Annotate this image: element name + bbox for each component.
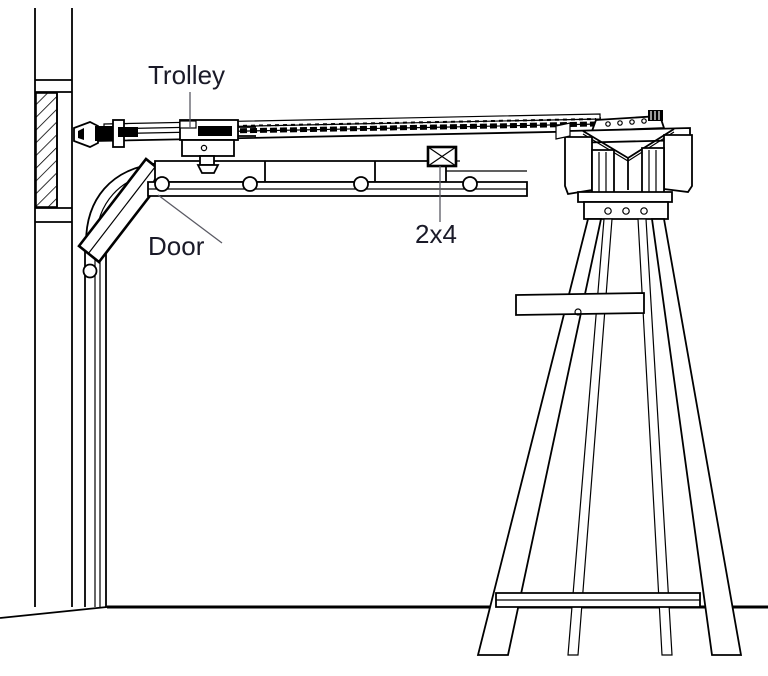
leader-door xyxy=(157,194,223,244)
chain-run xyxy=(229,121,597,134)
label-2x4: 2x4 xyxy=(415,219,457,249)
label-door: Door xyxy=(148,231,205,261)
header-bracket xyxy=(73,119,138,148)
floor xyxy=(0,605,768,619)
roller-icon xyxy=(462,176,478,192)
stepladder xyxy=(476,191,743,656)
ladder-shelf xyxy=(515,292,645,316)
label-trolley: Trolley xyxy=(148,60,225,90)
roller-icon xyxy=(82,263,98,279)
roller-icon xyxy=(242,176,258,192)
motor-unit xyxy=(555,110,693,196)
brace-2x4-marker xyxy=(426,145,458,168)
terminal-block xyxy=(648,110,663,121)
roller-icon xyxy=(353,176,369,192)
ladder-bottom-rung xyxy=(495,592,701,608)
door-track-vertical xyxy=(84,231,107,607)
door-track-horizontal xyxy=(147,160,528,197)
ladder-top-bolts xyxy=(604,207,648,215)
roller-icon xyxy=(154,176,170,192)
motor-top-vents xyxy=(605,118,647,127)
shelf-pivot-icon xyxy=(574,308,582,316)
trolley xyxy=(179,119,256,174)
leader-lines xyxy=(157,92,441,244)
wall-section xyxy=(34,8,73,607)
opener-rail xyxy=(73,113,601,174)
wall-header-hatch xyxy=(35,92,58,208)
rail-chain xyxy=(229,118,597,134)
